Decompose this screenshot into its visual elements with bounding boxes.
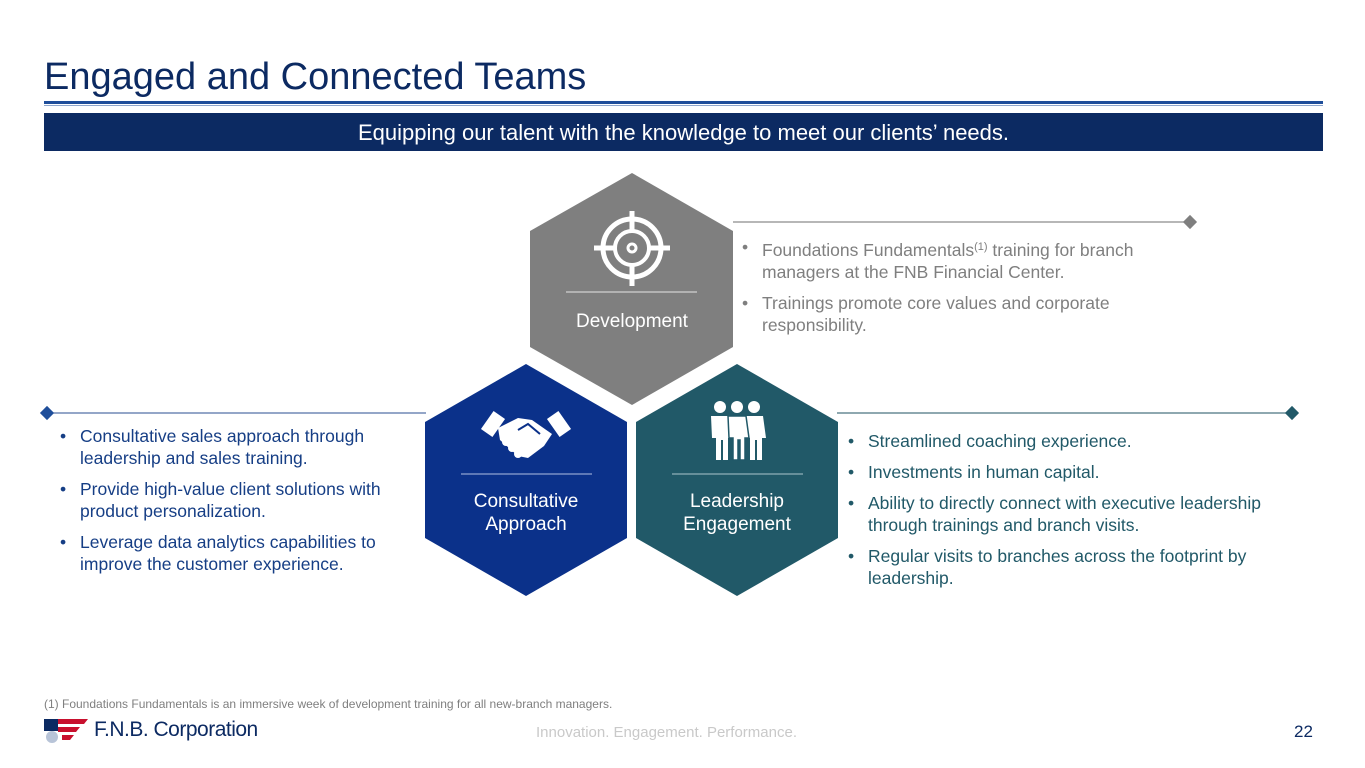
bullet-item: Ability to directly connect with executi… (846, 492, 1286, 536)
hex-label-line: Leadership (689, 491, 785, 512)
bullet-item: Provide high-value client solutions with… (58, 478, 418, 522)
consultative-bullets: Consultative sales approach through lead… (58, 425, 418, 584)
bullet-item: Streamlined coaching experience. (846, 430, 1286, 452)
logo-text: F.N.B. Corporation (94, 718, 258, 741)
people-icon (711, 401, 766, 461)
hex-label-line: Consultative (473, 491, 579, 512)
footnote: (1) Foundations Fundamentals is an immer… (44, 697, 613, 711)
tagline: Innovation. Engagement. Performance. (536, 724, 797, 741)
company-logo: F.N.B. Corporation (44, 715, 258, 745)
page-number: 22 (1294, 722, 1313, 741)
subtitle-banner: Equipping our talent with the knowledge … (44, 113, 1323, 151)
hex-label-leadership: Leadership Engagement (637, 490, 837, 536)
hex-label-development: Development (576, 311, 688, 332)
page-title: Engaged and Connected Teams (44, 56, 587, 98)
diamond-marker (1284, 405, 1300, 421)
development-bullets: Foundations Fundamentals(1) training for… (740, 236, 1170, 345)
handshake-icon (480, 410, 572, 458)
title-rule (44, 101, 1323, 104)
bullet-item: Regular visits to branches across the fo… (846, 545, 1286, 589)
bullet-item: Foundations Fundamentals(1) training for… (740, 236, 1170, 283)
diamond-marker (39, 405, 55, 421)
hex-label-consultative: Consultative Approach (426, 490, 626, 536)
bullet-item: Investments in human capital. (846, 461, 1286, 483)
hexagon-leadership (636, 364, 838, 596)
hexagon-consultative (425, 364, 627, 596)
hex-label-line: Approach (485, 514, 567, 535)
title-rule-thin (44, 105, 1323, 106)
bullet-text: Foundations Fundamentals (762, 240, 975, 260)
bullet-item: Trainings promote core values and corpor… (740, 292, 1170, 336)
bullet-text: training for branch managers at the FNB … (762, 240, 1134, 282)
target-icon (594, 211, 670, 286)
footnote-ref: (1) (974, 241, 988, 253)
bullet-item: Leverage data analytics capabilities to … (58, 531, 418, 575)
hexagon-development (530, 173, 733, 405)
flag-eagle-icon (44, 719, 88, 743)
diamond-marker (1182, 214, 1198, 230)
bullet-item: Consultative sales approach through lead… (58, 425, 418, 469)
hex-label-line: Engagement (683, 514, 791, 535)
leadership-bullets: Streamlined coaching experience. Investm… (846, 430, 1286, 598)
